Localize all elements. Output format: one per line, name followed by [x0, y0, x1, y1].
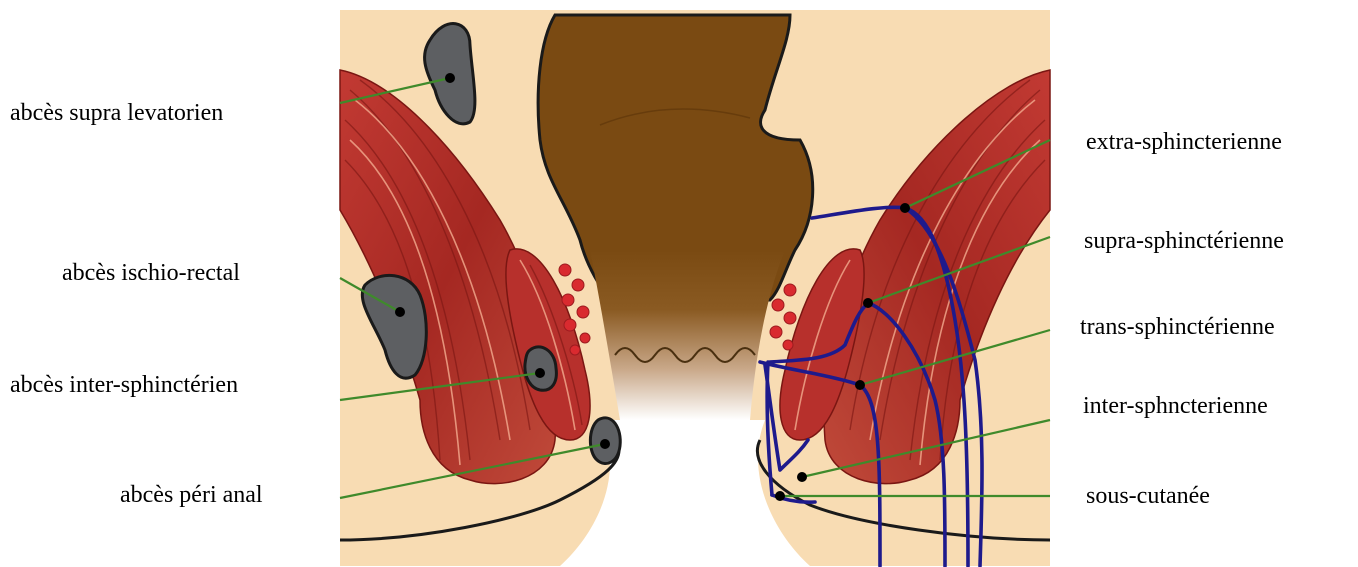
label-peri-anal-abscess: abcès péri anal — [120, 482, 263, 508]
label-extra-sphincteric: extra-sphincterienne — [1086, 129, 1282, 155]
label-inter-sphincteric: inter-sphncterienne — [1083, 393, 1268, 419]
label-supra-levator-abscess: abcès supra levatorien — [10, 100, 223, 126]
label-inter-sphincteric-abscess: abcès inter-sphinctérien — [10, 372, 238, 398]
label-supra-sphincteric: supra-sphinctérienne — [1084, 228, 1284, 254]
label-ischio-rectal-abscess: abcès ischio-rectal — [62, 260, 240, 286]
label-trans-sphincteric: trans-sphinctérienne — [1080, 314, 1275, 340]
label-subcutaneous: sous-cutanée — [1086, 483, 1210, 509]
